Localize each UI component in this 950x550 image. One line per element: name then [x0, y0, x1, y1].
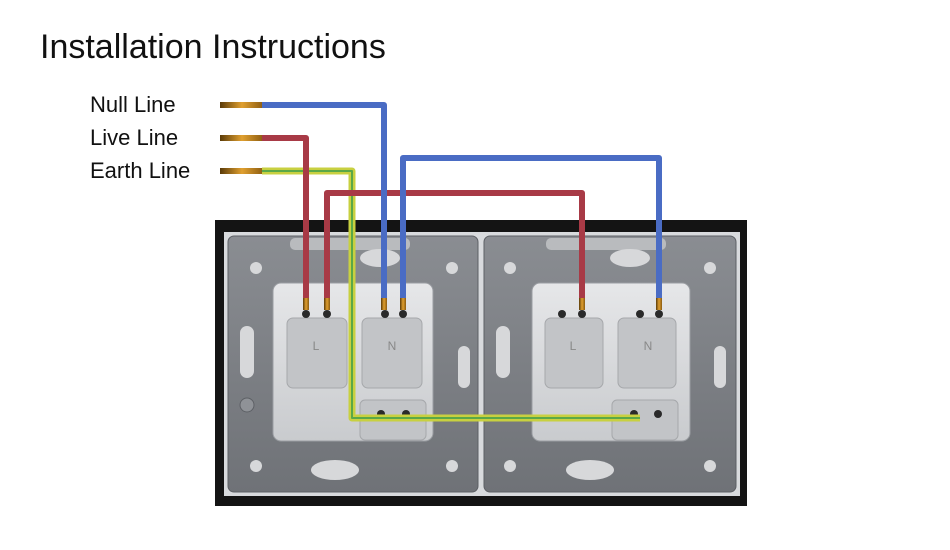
earth-line-label: Earth Line [90, 158, 191, 183]
live-line-label: Live Line [90, 125, 179, 150]
right-neutral-terminal-label: N [644, 339, 653, 353]
null-line-label: Null Line [90, 92, 176, 117]
wire-stubs [220, 102, 264, 174]
right-socket-module [531, 282, 691, 442]
left-neutral-terminal-label: N [388, 339, 397, 353]
diagram-title: Installation Instructions [40, 28, 386, 66]
live-wire [262, 135, 585, 300]
terminal-screws [302, 310, 663, 418]
wire-terminal-ends [303, 298, 662, 310]
null-wire [262, 102, 662, 300]
left-live-terminal-label: L [313, 339, 320, 353]
right-live-terminal-label: L [570, 339, 577, 353]
